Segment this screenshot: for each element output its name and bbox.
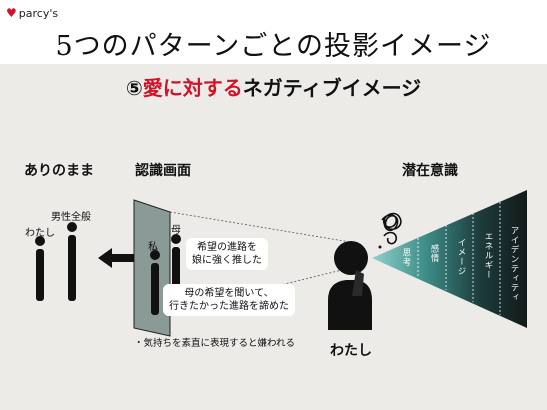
person-icon-watashi-screen	[150, 250, 160, 315]
bubble-watashi-line2: 行きたかった進路を諦めた	[169, 301, 289, 312]
layer-label-emotion: 感情	[429, 244, 439, 263]
subconscious-cone	[372, 190, 527, 328]
label-subconscious: 潜在意識	[402, 163, 458, 179]
heart-icon: ♥	[6, 6, 17, 20]
thinking-person-icon	[328, 241, 372, 330]
layer-label-identity: アイデンティティ	[509, 226, 519, 302]
page-title: 5つのパターンごとの投影イメージ	[55, 31, 492, 62]
thought-dot	[378, 245, 382, 249]
bubble-mother-line2: 娘に強く推した	[192, 255, 262, 266]
tangled-thought-icon	[381, 212, 402, 245]
subtitle-number: ⑤	[125, 76, 143, 100]
subtitle-red: 愛に対する	[142, 76, 243, 100]
layer-label-energy: エネルギー	[483, 232, 493, 280]
figure-label-watashi-screen: 私	[148, 242, 158, 253]
subtitle-rest: ネガティブイメージ	[242, 76, 422, 100]
person-icon-son-left	[67, 222, 77, 301]
note-text: ・気持ちを素直に表現すると嫌われる	[134, 338, 296, 349]
layer-label-thought: 思考	[401, 248, 411, 267]
figure-label-mother: 母	[171, 225, 181, 236]
layer-label-image: イメージ	[456, 238, 466, 276]
brand-name: parcy's	[18, 6, 59, 20]
bubble-mother-line1: 希望の進路を	[197, 242, 257, 253]
label-cognitive-screen: 認識画面	[135, 163, 191, 179]
brand-logo: ♥ parcy's	[6, 6, 58, 20]
figure-label-watashi-left: わたし	[25, 228, 55, 239]
projection-line-top	[169, 211, 351, 243]
speech-bubble-mother: 希望の進路を 娘に強く推した	[186, 238, 268, 270]
subtitle: ⑤愛に対するネガティブイメージ	[0, 72, 547, 101]
figure-label-watashi-main: わたし	[330, 343, 372, 359]
person-icon-watashi-left	[35, 236, 45, 301]
header: ♥ parcy's 5つのパターンごとの投影イメージ	[0, 0, 547, 64]
figure-label-son: 男性全般	[51, 212, 91, 223]
label-as-is: ありのまま	[24, 163, 94, 179]
left-arrow-icon	[98, 248, 134, 268]
bubble-watashi-line1: 母の希望を聞いて、	[184, 288, 274, 299]
speech-bubble-watashi: 母の希望を聞いて、 行きたかった進路を諦めた	[163, 284, 295, 316]
